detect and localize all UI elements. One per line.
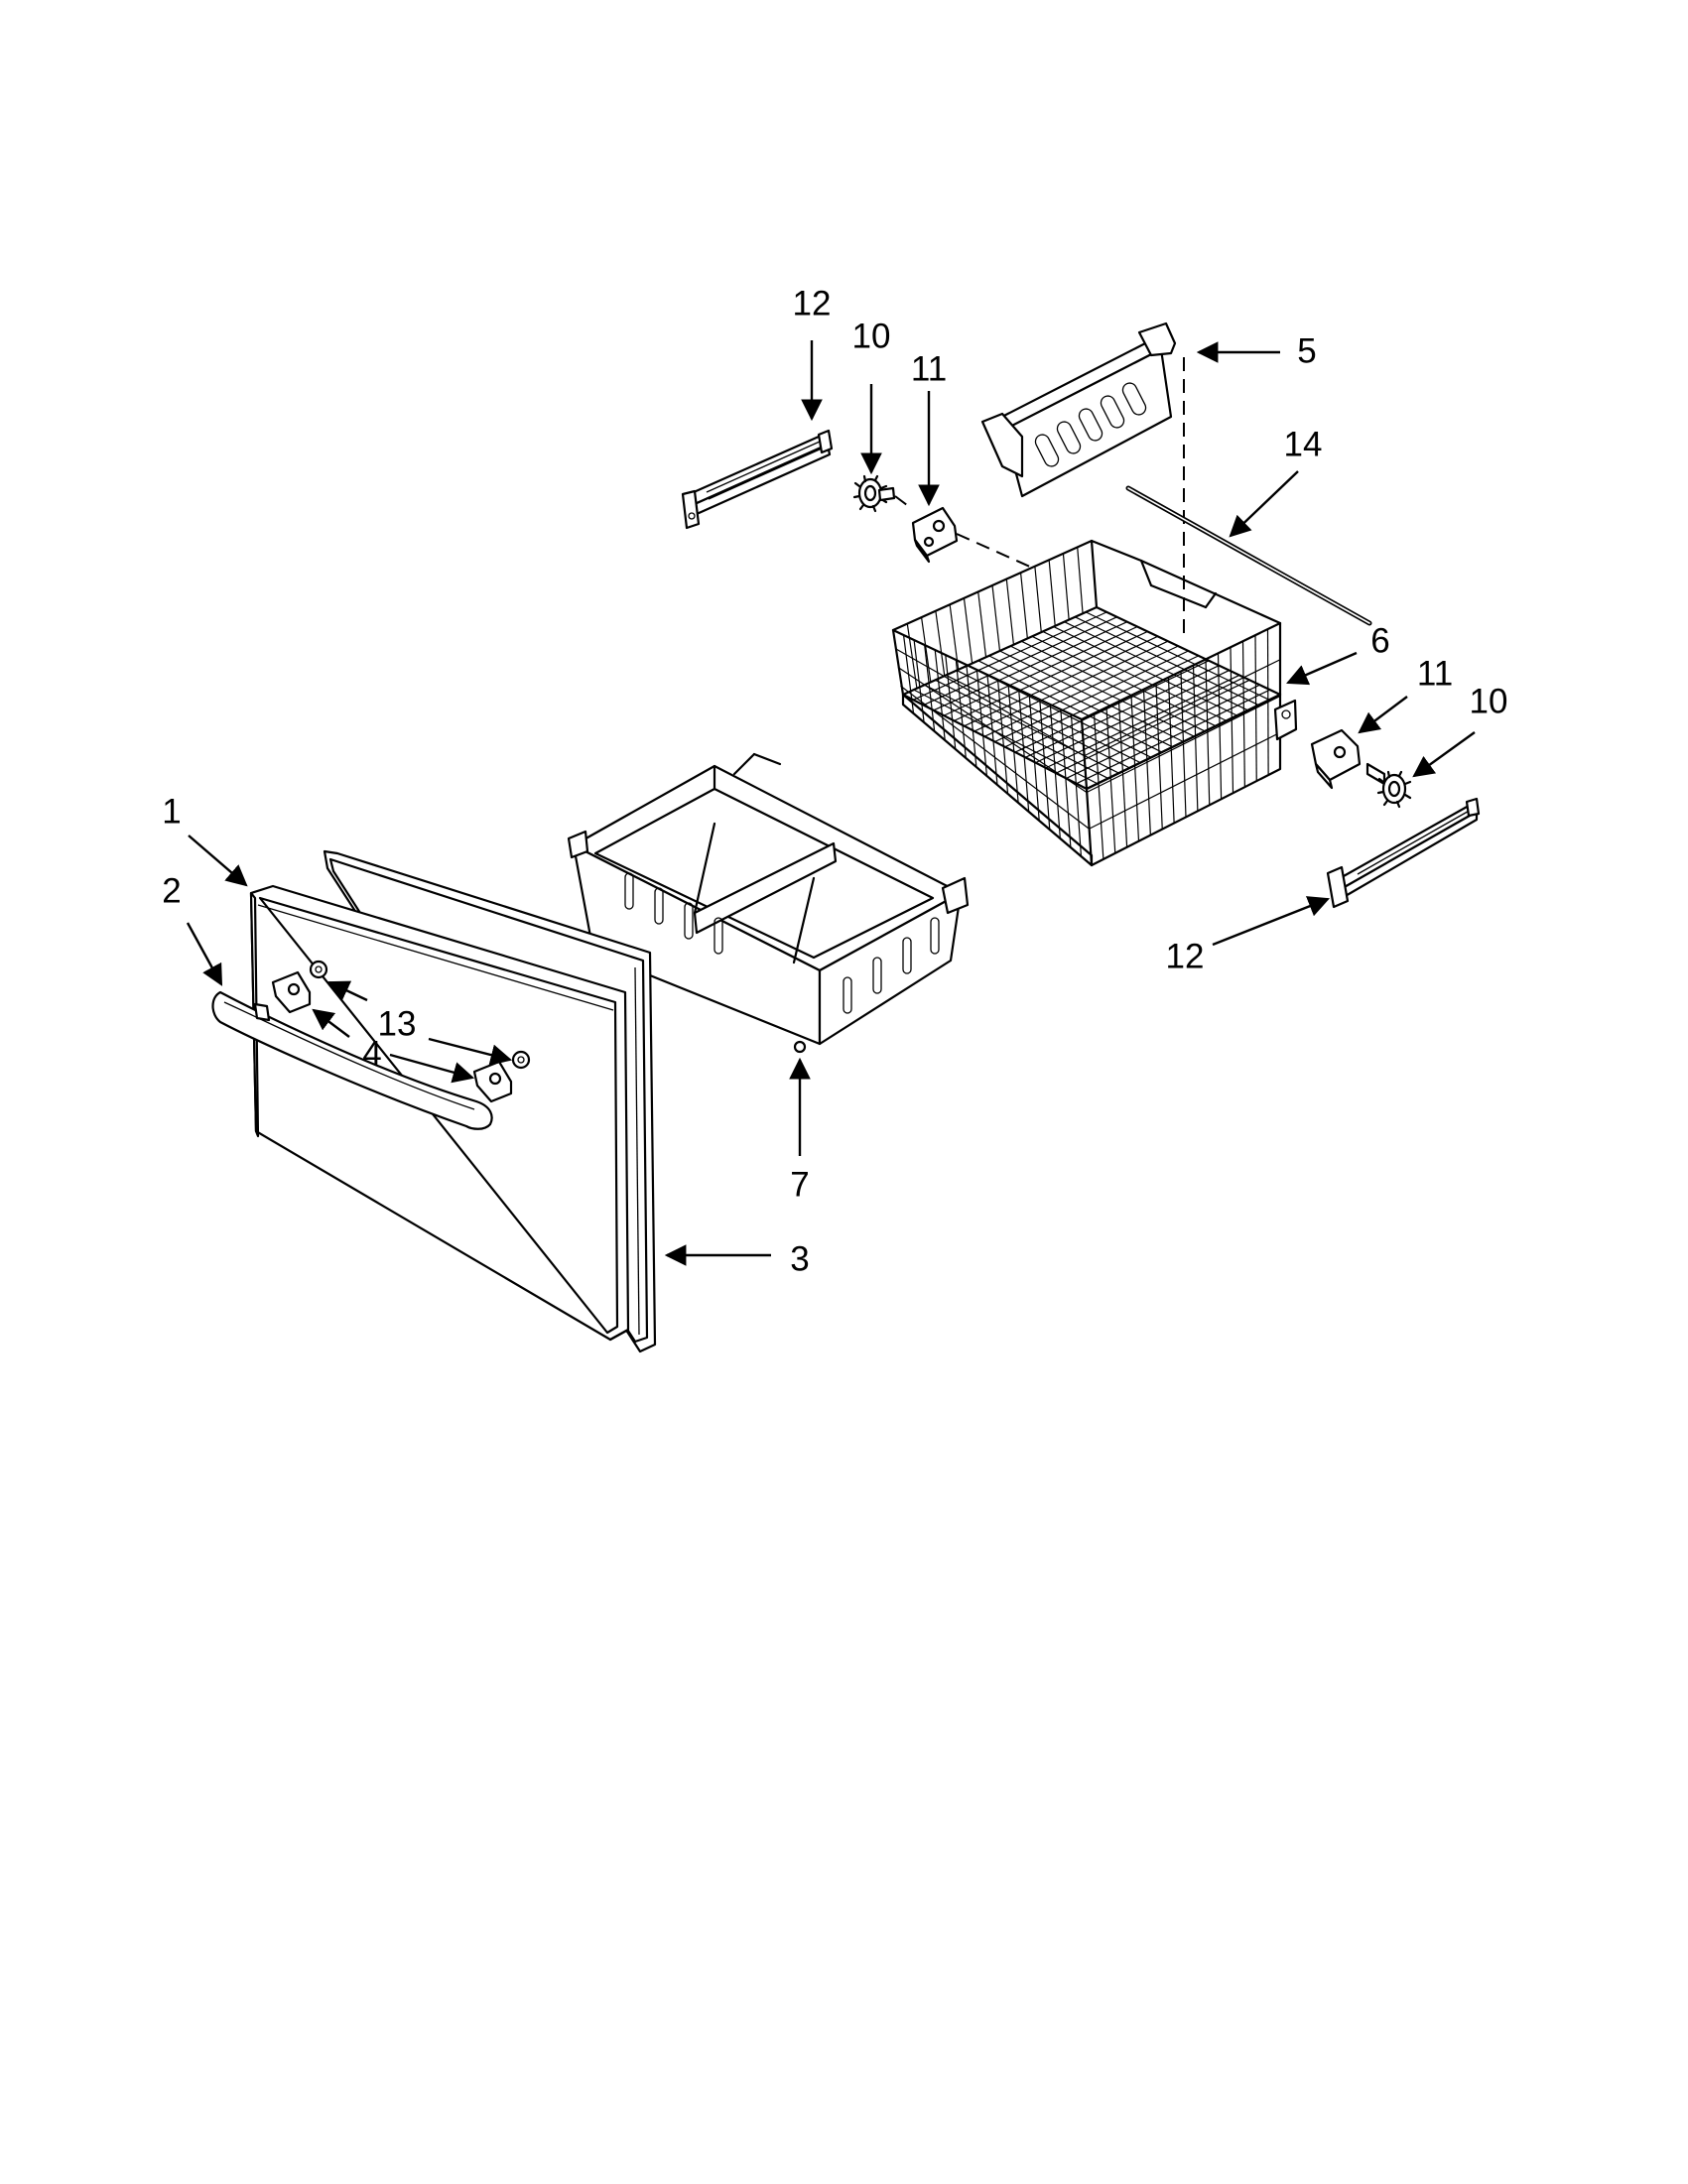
leader-11-right [1358, 696, 1408, 734]
assembly-line-11-basket [956, 533, 1033, 569]
part-10-wheel-right [1365, 762, 1412, 809]
callout-6: 6 [1370, 621, 1389, 660]
leader-10-right [1412, 731, 1476, 778]
part-10-wheel-left [852, 474, 896, 513]
leader-arrows [186, 340, 1476, 1266]
leader-6 [1286, 651, 1358, 686]
part-11-bracket-left [911, 506, 959, 564]
leader-13-upper [327, 980, 368, 1002]
part-13-screw-lower [511, 1050, 531, 1070]
part-11-bracket-right [1310, 728, 1362, 790]
callout-12-right: 12 [1166, 937, 1205, 975]
leader-13-lower [428, 1037, 513, 1066]
assembly-line-10-11-left [894, 495, 912, 509]
part-13-screw-upper [309, 960, 328, 979]
leader-14 [1229, 470, 1299, 538]
basket-wires [895, 547, 1281, 859]
callout-10-top: 10 [852, 317, 891, 355]
callout-11-top: 11 [911, 349, 947, 388]
callout-labels: 12 10 11 5 14 6 11 10 12 7 3 1 2 13 4 [162, 284, 1507, 1278]
callout-1: 1 [162, 792, 181, 831]
callout-7: 7 [790, 1165, 809, 1204]
part-7-bin [567, 752, 970, 1054]
callout-2: 2 [162, 871, 181, 910]
bin-slots [624, 872, 940, 1014]
callout-3: 3 [790, 1239, 809, 1278]
callout-13: 13 [378, 1004, 417, 1043]
part-2-handle [211, 990, 493, 1130]
leader-12-right [1212, 896, 1331, 947]
leader-2 [186, 922, 223, 986]
leader-4-lower [389, 1053, 475, 1084]
part-12-rail-right [1326, 797, 1481, 909]
callout-12-top: 12 [793, 284, 832, 322]
callout-14: 14 [1284, 425, 1323, 463]
part-4-bracket-upper [271, 970, 312, 1014]
callout-4: 4 [362, 1034, 381, 1073]
callout-5: 5 [1297, 331, 1316, 370]
part-12-rail-left [681, 429, 834, 530]
leader-1 [188, 835, 248, 887]
callout-10-right: 10 [1470, 682, 1508, 720]
part-6-wire-basket [891, 539, 1298, 867]
leader-4-upper [312, 1008, 350, 1038]
part-14-rod [1125, 485, 1372, 626]
callout-11-right: 11 [1417, 654, 1453, 693]
part-5-divider [980, 321, 1177, 498]
